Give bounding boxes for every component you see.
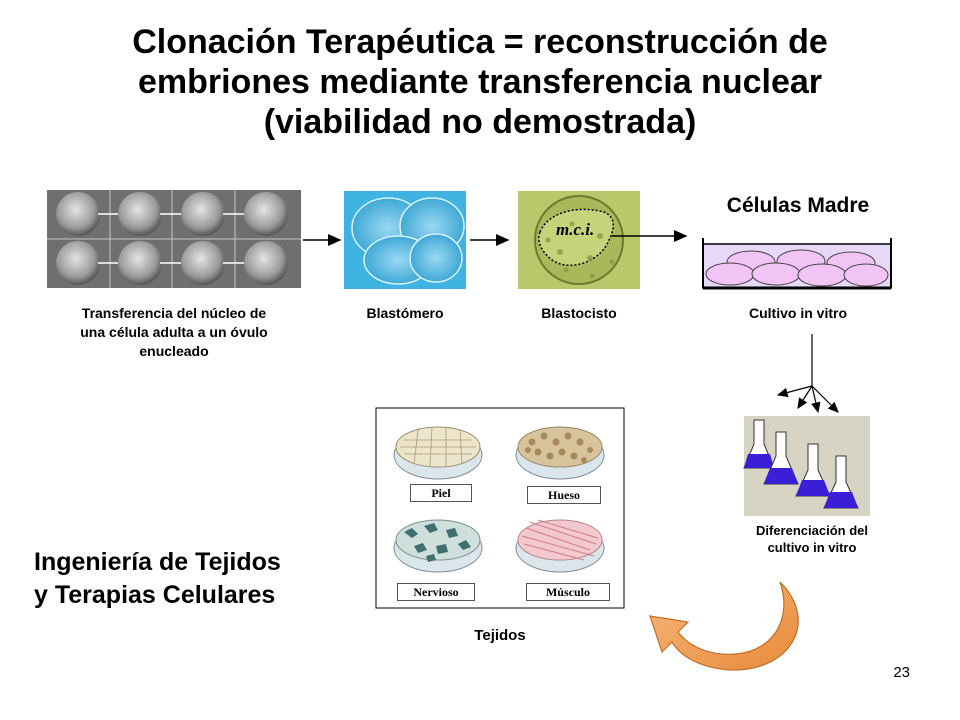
nerve-dish xyxy=(393,519,483,573)
title-line-2: embriones mediante transferencia nuclear xyxy=(137,63,823,101)
caption-nuclear-transfer: Transferencia del núcleo de una célula a… xyxy=(40,304,308,361)
caption-differentiation-line-1: Diferenciación del xyxy=(756,523,868,538)
caption-tissues: Tejidos xyxy=(474,627,526,644)
skin-texture xyxy=(400,427,476,467)
caption-nuclear-transfer-line-3: enucleado xyxy=(139,343,209,359)
differentiation-branches xyxy=(776,334,839,414)
caption-nuclear-transfer-line-1: Transferencia del núcleo de xyxy=(81,305,267,321)
flask-3 xyxy=(795,443,831,497)
caption-blastocyst: Blastocisto xyxy=(541,305,617,321)
tissue-label-skin: Piel xyxy=(410,484,472,502)
caption-culture: Cultivo in vitro xyxy=(749,305,847,321)
applications-line-2: y Terapias Celulares xyxy=(34,581,276,609)
caption-nuclear-transfer-line-2: una célula adulta a un óvulo xyxy=(80,324,268,340)
blastomere-photo xyxy=(344,191,466,289)
page-number: 23 xyxy=(893,664,910,681)
tissues-panel xyxy=(375,407,625,609)
muscle-texture xyxy=(521,519,599,561)
flasks-photo xyxy=(743,416,870,516)
flask-4 xyxy=(823,455,859,509)
skin-dish xyxy=(393,426,483,480)
flask-2 xyxy=(763,431,799,485)
bone-dish xyxy=(515,426,605,480)
tissue-label-nerve: Nervioso xyxy=(397,583,475,601)
bone-texture xyxy=(525,432,593,463)
blastocyst-texture xyxy=(545,221,615,279)
muscle-dish xyxy=(515,519,605,573)
icm-label: m.c.i. xyxy=(556,220,595,239)
slide-title: Clonación Terapéutica = reconstrucción d… xyxy=(60,22,900,142)
tissue-label-bone: Hueso xyxy=(527,486,601,504)
blastocyst-photo xyxy=(518,191,640,289)
photo-grid-lines xyxy=(47,190,301,288)
applications-line-1: Ingeniería de Tejidos xyxy=(34,548,281,576)
micropipettes xyxy=(98,213,244,264)
caption-differentiation-line-2: cultivo in vitro xyxy=(767,540,857,555)
culture-dish xyxy=(702,238,892,290)
caption-differentiation: Diferenciación del cultivo in vitro xyxy=(724,522,900,556)
nerve-texture xyxy=(404,523,471,562)
nuclear-transfer-photo xyxy=(47,190,301,288)
curved-return-arrow xyxy=(649,581,799,671)
applications-text: Ingeniería de Tejidos y Terapias Celular… xyxy=(34,546,281,612)
stem-cells xyxy=(705,249,889,287)
stem-cells-heading: Células Madre xyxy=(726,194,870,217)
egg-cells xyxy=(56,192,288,285)
caption-blastomere: Blastómero xyxy=(366,305,444,321)
title-line-3: (viabilidad no demostrada) xyxy=(263,103,697,141)
title-line-1: Clonación Terapéutica = reconstrucción d… xyxy=(132,23,828,61)
tissue-label-muscle: Músculo xyxy=(526,583,610,601)
